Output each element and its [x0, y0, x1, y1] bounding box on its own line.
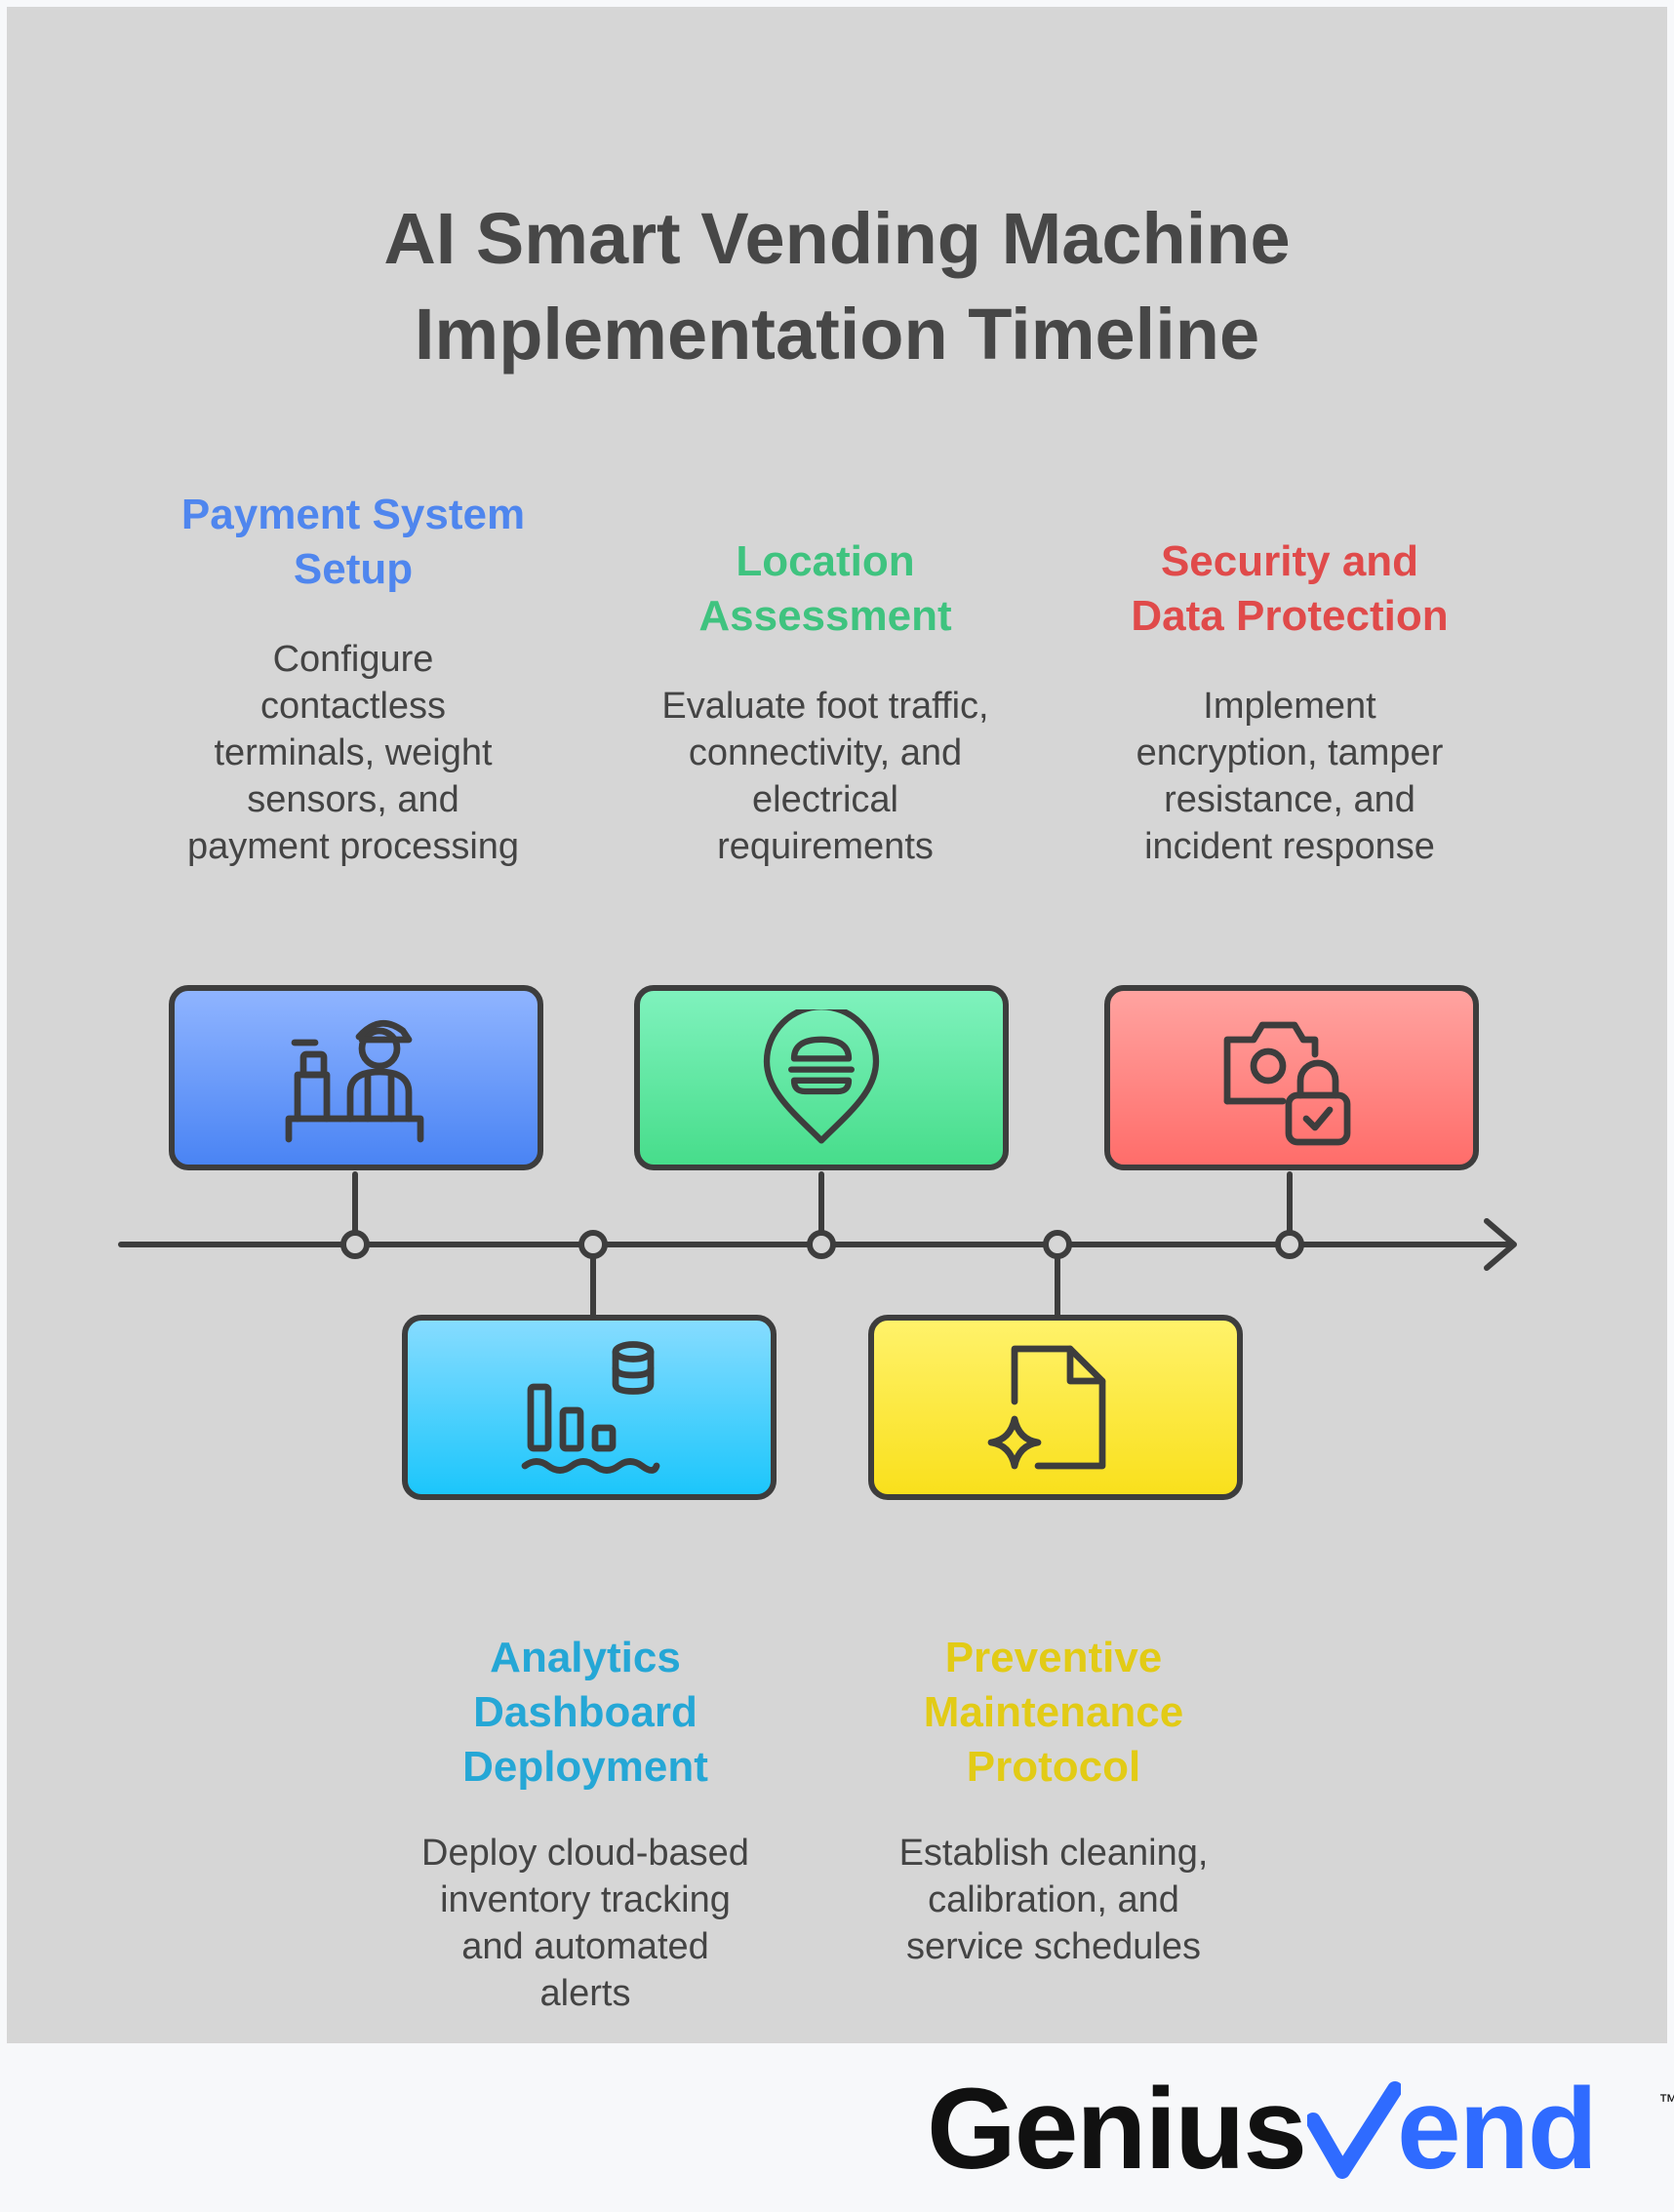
trademark-symbol: ™	[1658, 2091, 1674, 2113]
stage-title-location: Location Assessment	[698, 537, 952, 640]
stage-box-maintenance	[868, 1315, 1243, 1500]
stage-description-security: Implement encryption, tamper resistance,…	[1136, 686, 1444, 867]
stage-description-location: Evaluate foot traffic, connectivity, and…	[661, 686, 989, 867]
stage-description-maintenance: Establish cleaning, calibration, and ser…	[898, 1833, 1209, 1967]
page-title: AI Smart Vending Machine Implementation …	[383, 198, 1291, 375]
stage-title-maintenance: Preventive Maintenance Protocol	[923, 1634, 1184, 1791]
geniusvend-logo: Genius end	[927, 2065, 1598, 2193]
camera-lock-icon	[1223, 1021, 1351, 1146]
data-analytics-icon	[521, 1341, 660, 1474]
stage-description-payment: Configure contactless terminals, weight …	[186, 639, 520, 867]
timeline-node-maintenance	[1043, 1230, 1072, 1259]
timeline-arrowhead	[1484, 1218, 1517, 1271]
sparkle-document-icon	[987, 1345, 1106, 1470]
stage-box-location	[634, 985, 1009, 1170]
stage-description-analytics: Deploy cloud-based inventory tracking an…	[421, 1833, 749, 2014]
logo-text-end: end	[1396, 2065, 1598, 2193]
stage-title-payment: Payment System Setup	[180, 491, 526, 593]
burger-location-pin-icon	[763, 1009, 880, 1144]
logo-text-genius: Genius	[927, 2065, 1307, 2193]
timeline-node-analytics	[578, 1230, 608, 1259]
stage-title-security: Security and Data Protection	[1131, 537, 1449, 640]
timeline-node-security	[1275, 1230, 1304, 1259]
timeline-node-location	[807, 1230, 836, 1259]
stage-title-analytics: Analytics Dashboard Deployment	[462, 1634, 708, 1791]
timeline-node-payment	[340, 1230, 370, 1259]
stage-box-payment	[169, 985, 543, 1170]
footer-band	[0, 2043, 1674, 2212]
cashier-register-icon	[285, 1020, 424, 1143]
stage-box-security	[1104, 985, 1479, 1170]
checkmark-v-icon	[1306, 2081, 1401, 2179]
stage-box-analytics	[402, 1315, 777, 1500]
